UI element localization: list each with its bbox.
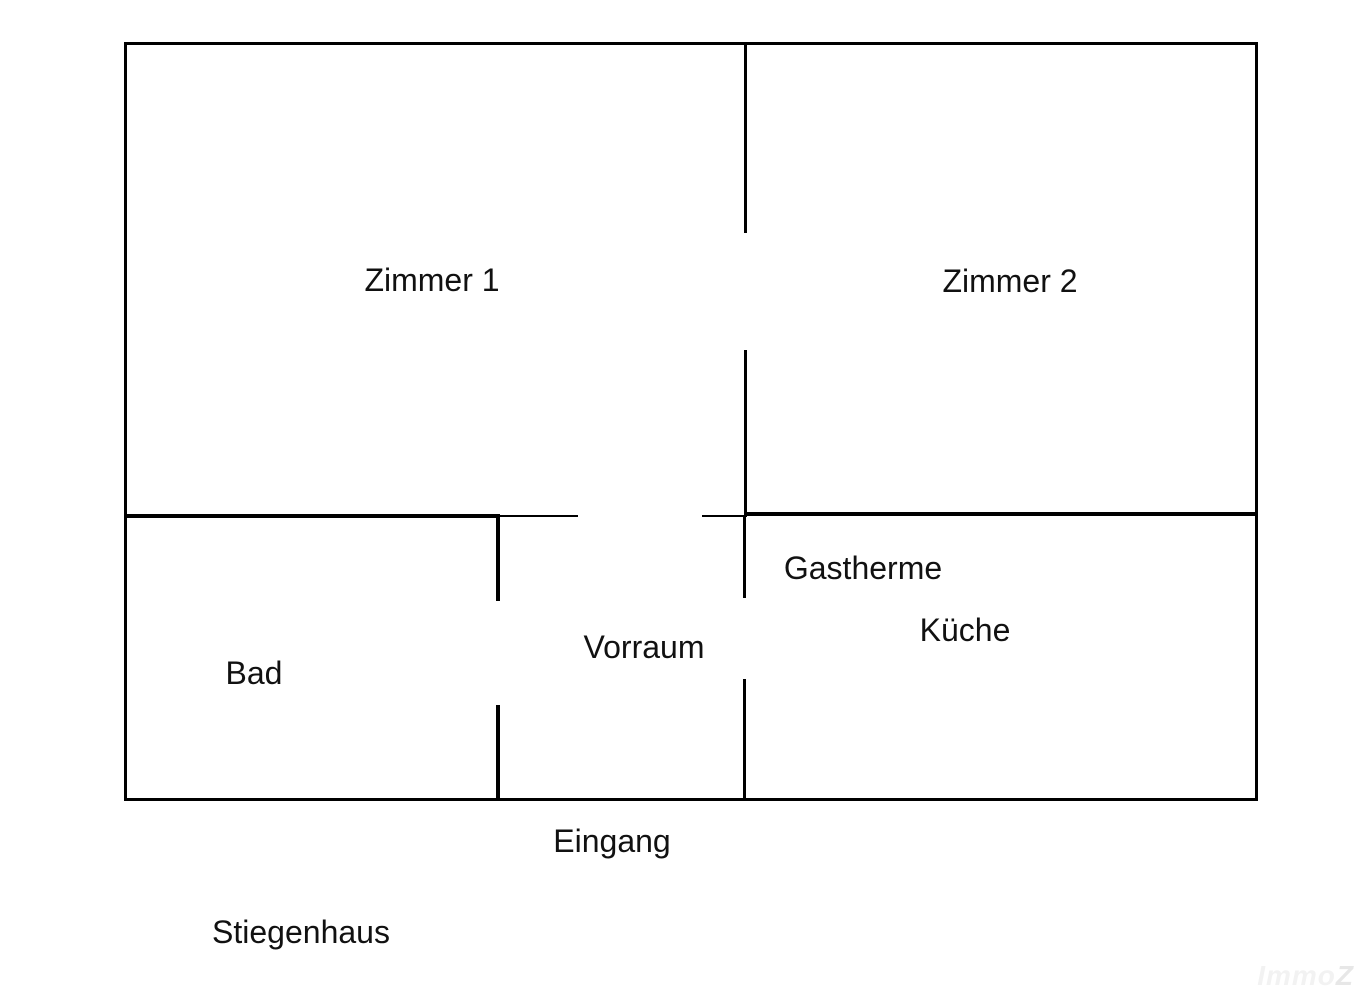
room-label-bad: Bad: [225, 655, 283, 691]
wall-vorraum-kueche-lower: [743, 679, 746, 801]
room-label-stiegenhaus: Stiegenhaus: [212, 914, 390, 950]
room-label-zimmer-2: Zimmer 2: [942, 263, 1078, 299]
wall-vorraum-kueche-upper: [743, 516, 746, 598]
apartment-outer-wall: [124, 42, 1258, 801]
room-label-eingang: Eingang: [553, 823, 671, 859]
watermark-suffix: Z: [1335, 960, 1354, 991]
wall-zimmer1-bad: [125, 514, 500, 518]
watermark-prefix: Immo: [1257, 960, 1336, 991]
wall-bad-vorraum-lower: [496, 705, 500, 801]
wall-zimmer1-vorraum-right: [702, 515, 746, 517]
wall-zimmer1-vorraum-left: [498, 515, 578, 517]
wall-bad-vorraum-upper: [496, 516, 500, 601]
room-label-zimmer-1: Zimmer 1: [364, 262, 500, 298]
room-label-gastherme: Gastherme: [783, 550, 943, 586]
immoz-watermark: ImmoZ: [1257, 962, 1354, 990]
wall-zimmer1-zimmer2-lower: [744, 350, 747, 517]
room-label-vorraum: Vorraum: [583, 629, 705, 665]
wall-zimmer1-zimmer2-upper: [744, 42, 747, 233]
room-label-kueche: Küche: [919, 612, 1011, 648]
wall-zimmer2-kueche: [744, 512, 1258, 516]
